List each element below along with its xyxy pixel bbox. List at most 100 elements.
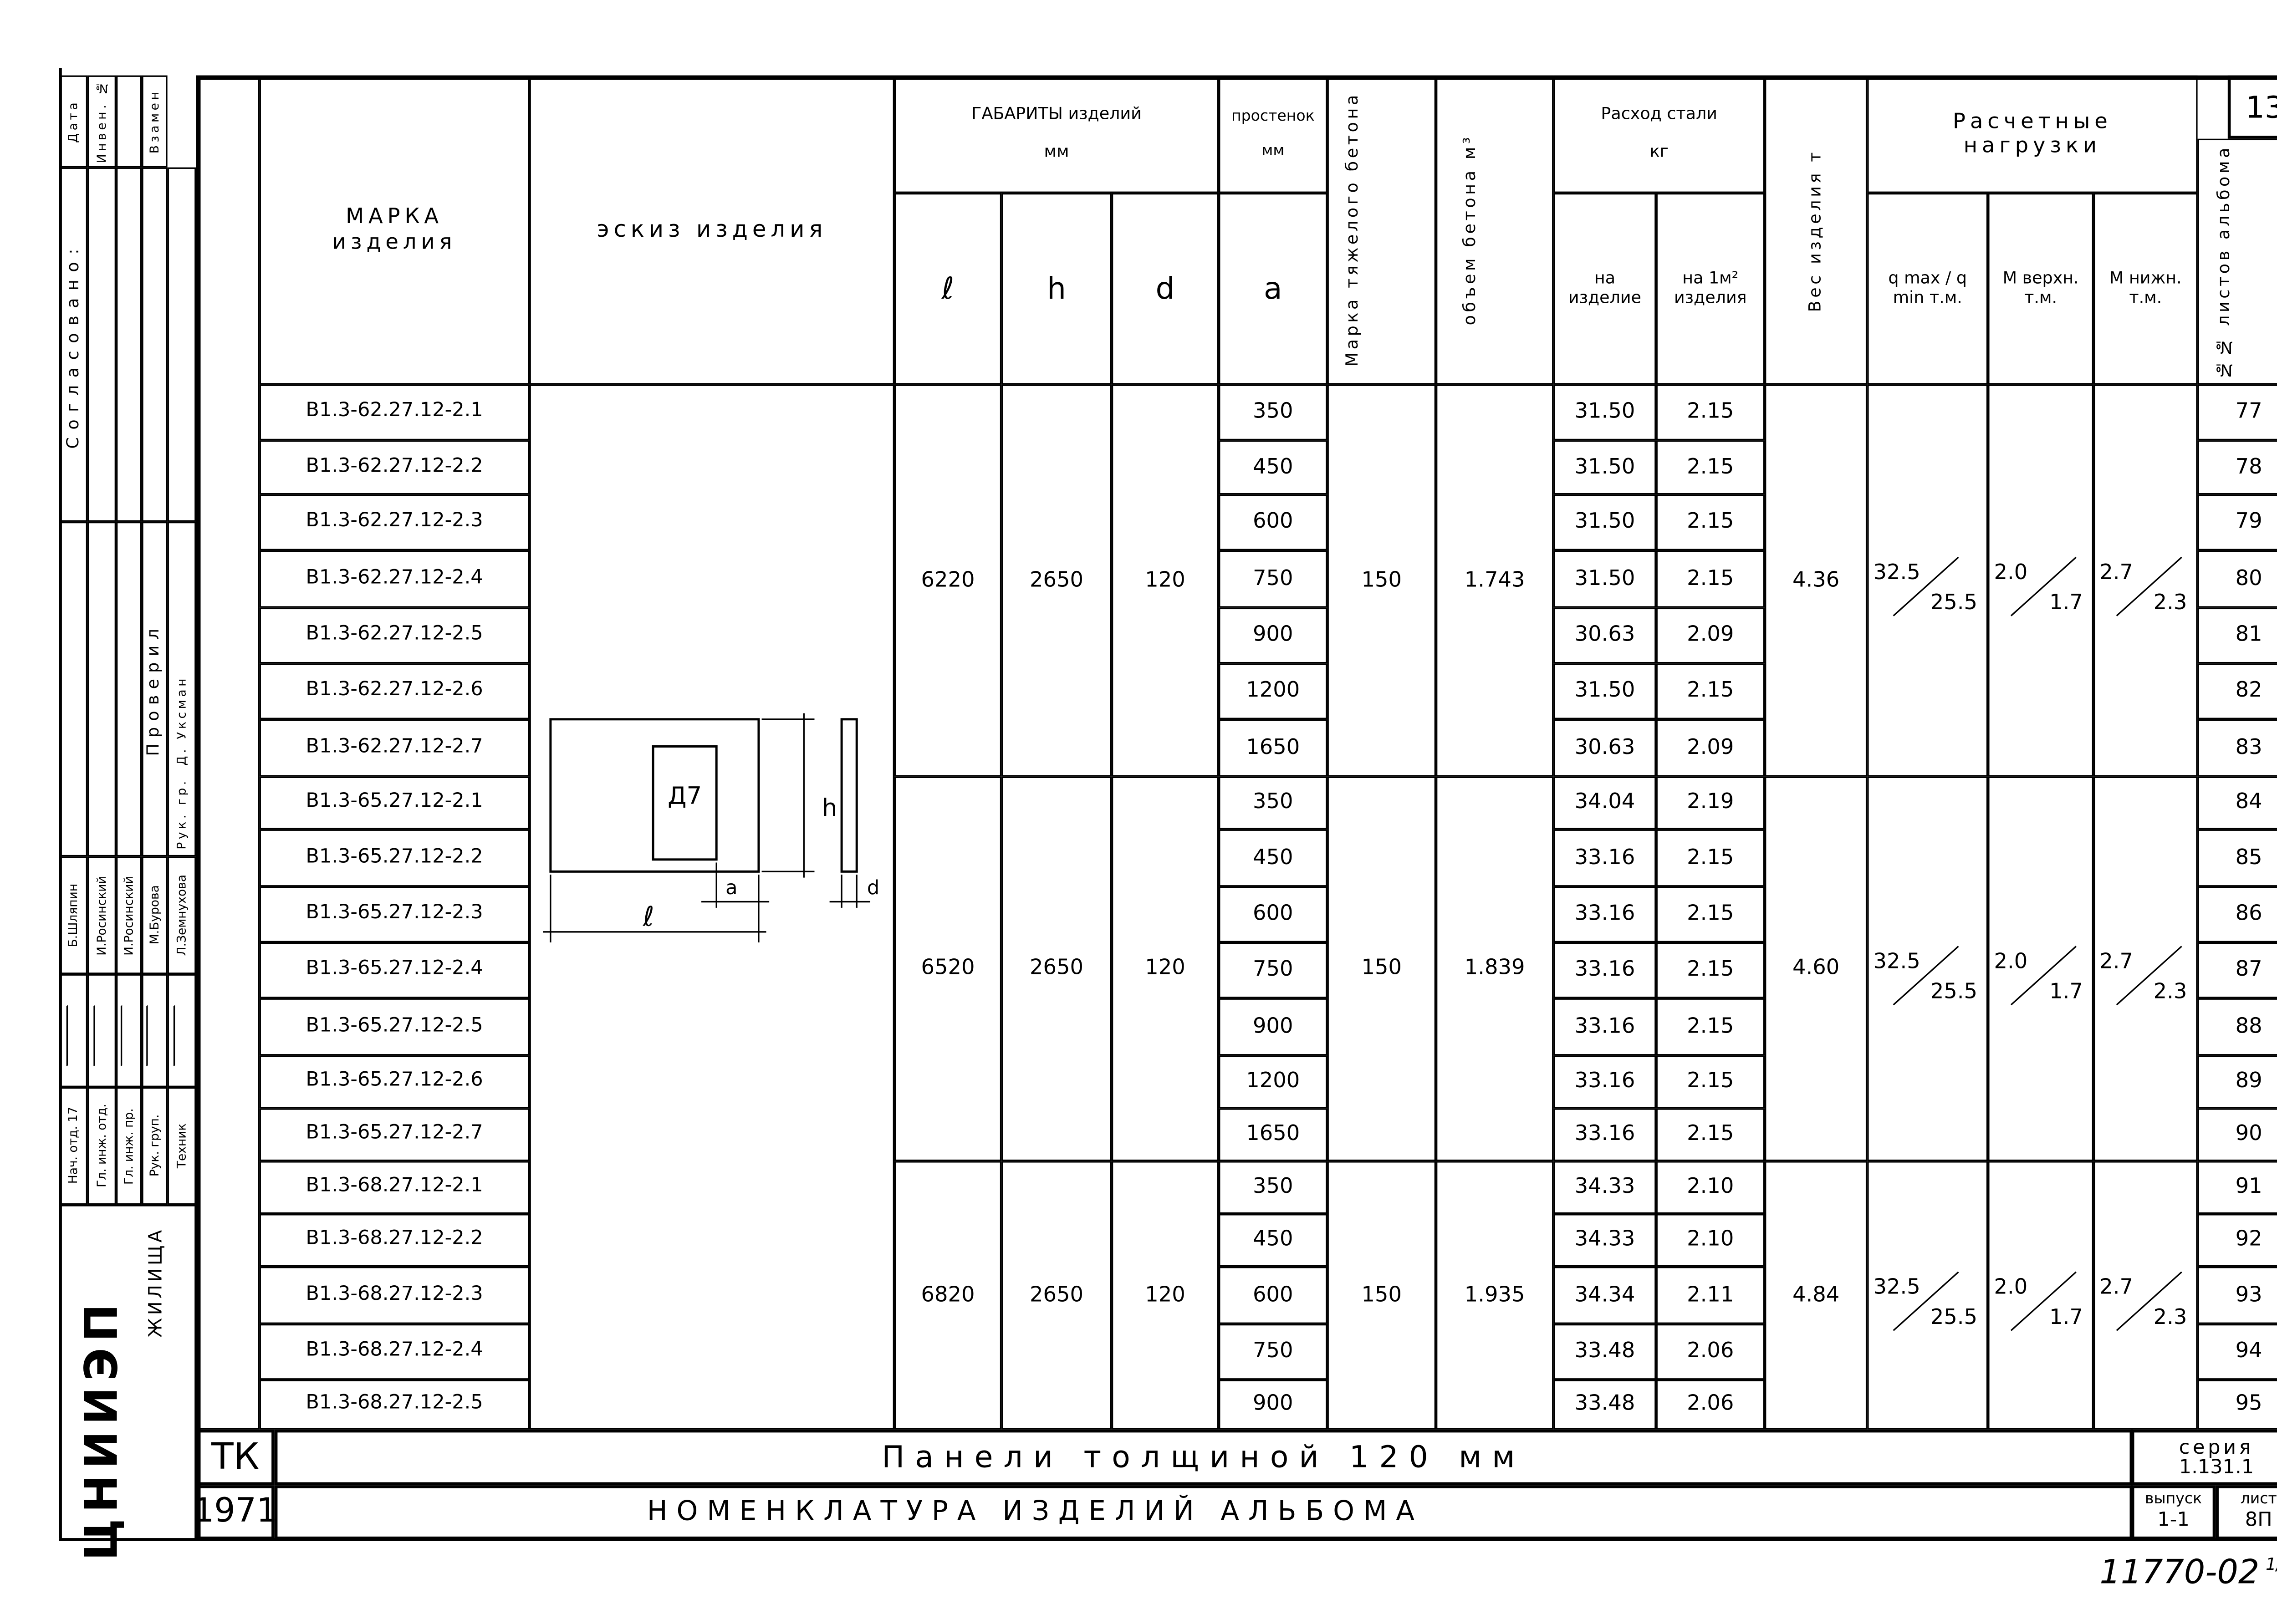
header-sheets-text: №№ листов альбома: [2213, 144, 2233, 379]
sheet-value: 8П: [2245, 1509, 2272, 1532]
row-steel-item-text: 31.50: [1574, 679, 1635, 703]
row-steel-item-text: 31.50: [1574, 455, 1635, 480]
row-mark-text: В1.3-65.27.12-2.3: [306, 901, 483, 925]
row-mark-text: В1.3-62.27.12-2.1: [306, 399, 483, 423]
row-sheet-number-text: 92: [2235, 1228, 2262, 1252]
row-steel-m2-text: 2.15: [1687, 845, 1734, 870]
group-volume-text: 1.743: [1464, 568, 1525, 593]
signature-mark-icon: [120, 995, 138, 1066]
row-pier-a-text: 600: [1253, 902, 1293, 927]
row-pier-a: 1650: [1219, 719, 1327, 777]
row-mark-text: В1.3-68.27.12-2.1: [306, 1175, 483, 1197]
row-sheet-number-text: 82: [2235, 679, 2262, 703]
group-q-lower: 25.5: [1930, 1306, 1978, 1330]
row-mark-text: В1.3-65.27.12-2.2: [306, 845, 483, 868]
row-pier-a-text: 450: [1253, 455, 1293, 480]
group-q-upper: 32.5: [1873, 949, 1920, 973]
row-steel-m2: 2.15: [1656, 829, 1765, 887]
header-dims_title: ГАБАРИТЫ изделий: [971, 104, 1142, 124]
row-steel-item-text: 33.16: [1574, 1014, 1635, 1039]
row-mark: В1.3-65.27.12-2.2: [259, 829, 530, 887]
header-steel-item: на изделие: [1553, 193, 1656, 385]
row-steel-m2-text: 2.06: [1687, 1339, 1734, 1364]
group-q-lower: 25.5: [1930, 979, 1978, 1004]
sketch-dim-l: ℓ: [643, 901, 654, 933]
row-pier-a-text: 350: [1253, 400, 1293, 425]
row-sheet-number-text: 84: [2235, 790, 2262, 815]
header-a-text: a: [1263, 270, 1282, 306]
header-q: q max / q min т.м.: [1867, 193, 1988, 385]
row-steel-m2-text: 2.15: [1687, 510, 1734, 535]
series-value: 1.131.1: [2179, 1456, 2254, 1479]
row-mark-text: В1.3-65.27.12-2.5: [306, 1014, 483, 1037]
row-sheet-number: 88: [2197, 998, 2277, 1056]
row-steel-item: 33.16: [1553, 1055, 1656, 1109]
sketch-dim-a: a: [725, 876, 738, 900]
row-mark: В1.3-62.27.12-2.4: [259, 550, 530, 608]
binding-margin-column: [199, 75, 260, 1430]
row-steel-m2: 2.09: [1656, 719, 1765, 777]
row-mark: В1.3-65.27.12-2.6: [259, 1055, 530, 1109]
row-pier-a: 600: [1219, 1267, 1327, 1324]
row-steel-item: 33.16: [1553, 886, 1656, 942]
group-h-text: 2650: [1030, 957, 1084, 981]
stamp-name: Б.Шляпин: [60, 856, 88, 974]
title-code: ТК: [196, 1429, 275, 1486]
sketch-cell: [529, 384, 895, 1430]
row-pier-a-text: 450: [1253, 1228, 1293, 1252]
group-grade-text: 150: [1361, 568, 1402, 593]
opening-outline-icon: [652, 745, 718, 861]
row-pier-a-text: 350: [1253, 790, 1293, 815]
group-volume-text: 1.839: [1464, 957, 1525, 981]
group-h: 2650: [1001, 776, 1112, 1161]
group-d: 120: [1111, 384, 1219, 777]
row-mark: В1.3-62.27.12-2.2: [259, 440, 530, 495]
group-d-text: 120: [1145, 957, 1185, 981]
row-sheet-number-text: 88: [2235, 1014, 2262, 1039]
stamp-header-text: Дата: [67, 100, 81, 143]
row-sheet-number: 89: [2197, 1055, 2277, 1109]
row-steel-m2: 2.10: [1656, 1161, 1765, 1214]
row-sheet-number: 94: [2197, 1324, 2277, 1380]
row-steel-item-text: 33.16: [1574, 902, 1635, 927]
stamp-checked-text: Проверил: [143, 622, 163, 756]
stamp-name-text: М.Бурова: [148, 886, 162, 945]
stamp-role-text: Техник: [174, 1123, 189, 1169]
row-steel-item-text: 33.16: [1574, 1122, 1635, 1147]
stamp-header-text: Взамен: [148, 89, 162, 154]
row-mark: В1.3-62.27.12-2.1: [259, 384, 530, 441]
row-pier-a: 350: [1219, 776, 1327, 830]
header-concrete-volume-text: объем бетона м³: [1459, 134, 1479, 326]
row-mark-text: В1.3-62.27.12-2.5: [306, 622, 483, 646]
group-weight-text: 4.84: [1792, 1283, 1840, 1308]
group-q-upper: 32.5: [1873, 1275, 1920, 1300]
row-sheet-number-text: 87: [2235, 958, 2262, 983]
row-pier-a-text: 1650: [1246, 1122, 1300, 1147]
org-logo: ЦНИИЭП: [76, 1297, 129, 1560]
row-steel-m2-text: 2.15: [1687, 567, 1734, 591]
stamp-signature: [87, 974, 117, 1087]
frame-inner-left-line: [196, 75, 200, 1538]
row-pier-a-text: 900: [1253, 623, 1293, 648]
row-mark: В1.3-65.27.12-2.1: [259, 776, 530, 830]
group-m-top-lower: 1.7: [2049, 979, 2083, 1004]
group-grade: 150: [1327, 1161, 1436, 1430]
row-sheet-number: 78: [2197, 440, 2277, 495]
row-steel-m2: 2.10: [1656, 1214, 1765, 1267]
group-m-bottom-upper: 2.7: [2099, 1275, 2134, 1300]
row-steel-m2-text: 2.09: [1687, 736, 1734, 760]
stamp-name: Л.Земнухова: [167, 856, 196, 974]
signature-mark-icon: [66, 995, 82, 1066]
row-mark: В1.3-65.27.12-2.7: [259, 1108, 530, 1161]
stamp-blank-cell: [142, 167, 168, 522]
group-m-bottom-lower: 2.3: [2153, 591, 2187, 616]
row-pier-a-text: 450: [1253, 845, 1293, 870]
row-steel-m2: 2.15: [1656, 998, 1765, 1056]
group-h-text: 2650: [1030, 1283, 1084, 1308]
row-steel-item-text: 31.50: [1574, 510, 1635, 535]
row-steel-item: 33.16: [1553, 998, 1656, 1056]
stamp-name-text: И.Росинский: [122, 876, 136, 955]
